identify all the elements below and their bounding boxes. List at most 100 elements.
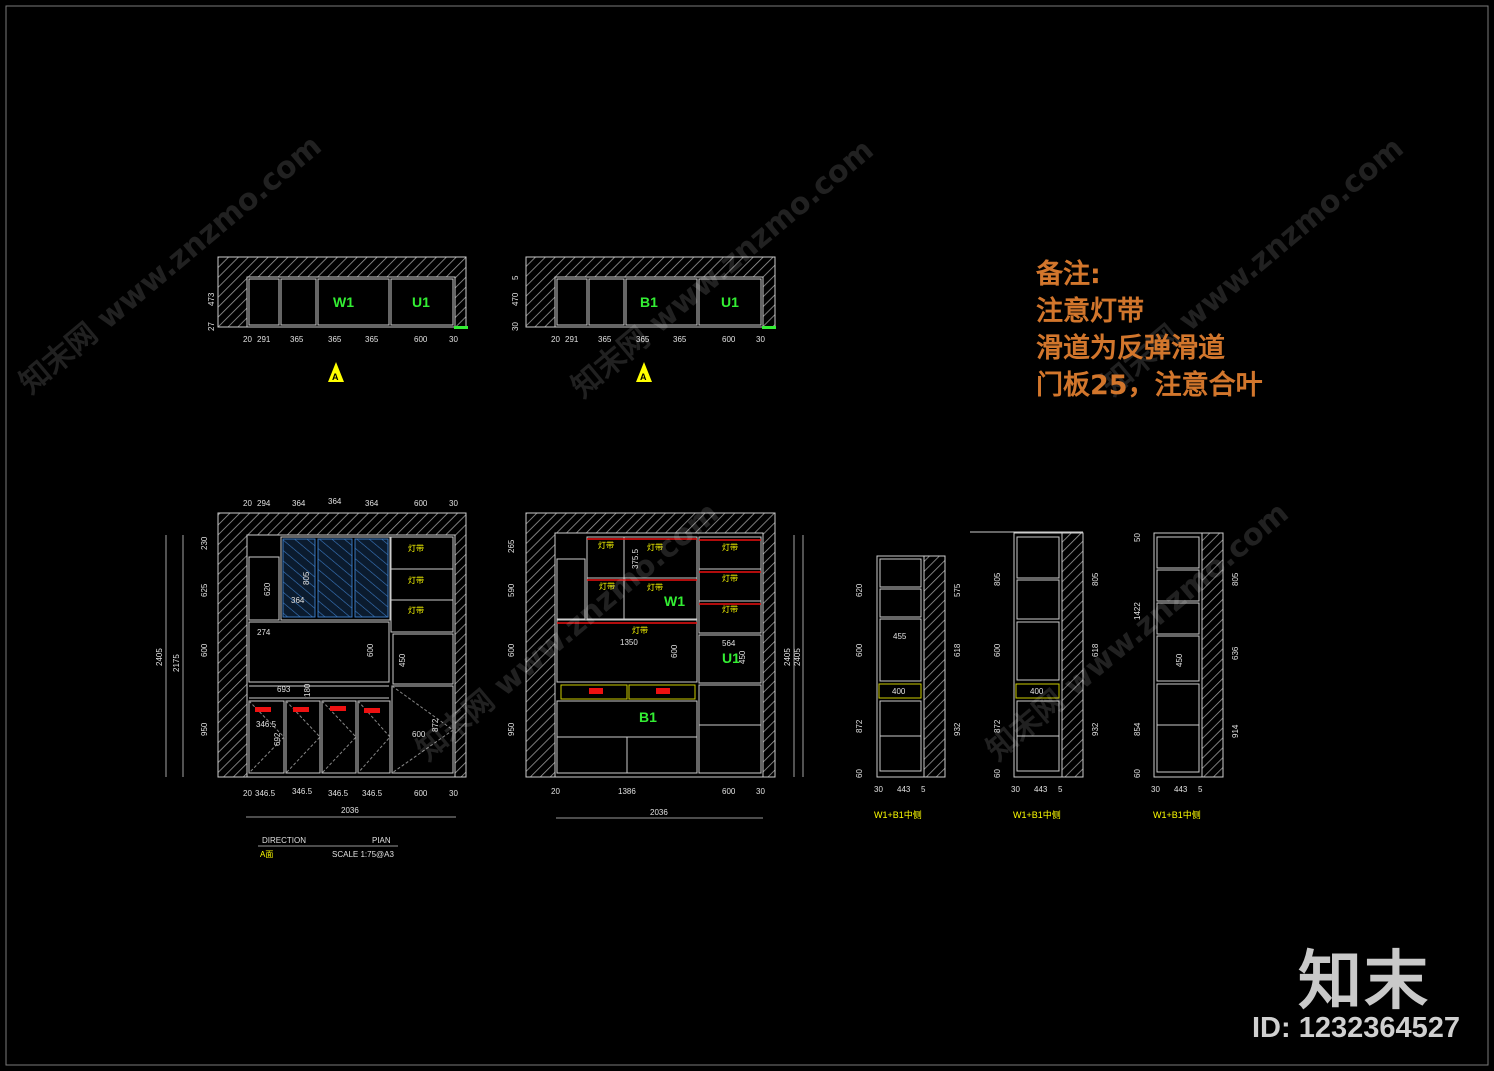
brand-logo: 知末	[1298, 945, 1430, 1019]
scale-label: SCALE 1:75@A3	[332, 850, 394, 859]
side3-dim: 1422	[1133, 602, 1142, 620]
plan1-dim: 30	[449, 335, 458, 344]
plan2-dim: 600	[722, 335, 736, 344]
plan1-label-w1: W1	[333, 294, 354, 310]
elevA-inner-dim: 364	[291, 596, 305, 605]
light-strip-label: 灯带	[632, 625, 648, 635]
side3-dim: 450	[1175, 653, 1184, 667]
face-label: A面	[260, 850, 273, 859]
side3-dim: 443	[1174, 785, 1188, 794]
plan1-dim: 27	[207, 322, 216, 331]
elevB-label-w1: W1	[664, 593, 685, 609]
side2-dim: 872	[993, 719, 1002, 733]
handle-marker	[589, 688, 603, 694]
elevA-top-dim: 364	[328, 497, 342, 506]
plan-view-2: B1 U1 20 291 365 365 365 600 30 30 470 5…	[511, 256, 776, 382]
elevA-inner-dim: 692	[273, 732, 282, 746]
side2-dim: 400	[1030, 687, 1044, 696]
side-view-3: 50 1422 854 60 805 636 914 450 30 443 5 …	[1133, 532, 1240, 820]
plan1-label-u1: U1	[412, 294, 430, 310]
side2-dim: 618	[1091, 643, 1100, 657]
elevA-total-width: 2036	[341, 806, 359, 815]
elevB-bottom-dim: 1386	[618, 787, 636, 796]
side1-dim: 872	[855, 719, 864, 733]
plan2-dim: 470	[511, 292, 520, 306]
elevation-b: W1 U1 B1 灯带 灯带 灯带 灯带 灯带 灯带 灯带 灯带 20 1386…	[507, 512, 804, 819]
side2-dim: 805	[993, 572, 1002, 586]
elevA-bottom-dim: 30	[449, 789, 458, 798]
direction-label: DIRECTION	[262, 836, 306, 845]
side2-dim: 805	[1091, 572, 1100, 586]
elevA-top-dim: 600	[414, 499, 428, 508]
light-strip-label: 灯带	[722, 573, 738, 583]
side2-caption: W1+B1中侧	[1013, 809, 1061, 820]
plan2-dim: 5	[511, 275, 520, 280]
elevB-inner-dim: 600	[670, 644, 679, 658]
notes-line: 注意灯带	[1036, 296, 1144, 327]
side1-dim: 400	[892, 687, 906, 696]
plan1-dim: 291	[257, 335, 271, 344]
side1-dim: 620	[855, 583, 864, 597]
side2-dim: 60	[993, 769, 1002, 778]
elevA-inner-dim: 180	[303, 683, 312, 697]
plan1-dim: 365	[290, 335, 304, 344]
side3-dim: 60	[1133, 769, 1142, 778]
elevB-inner-dim: 564	[722, 639, 736, 648]
side1-dim: 932	[953, 722, 962, 736]
elevA-bottom-dim: 346.5	[292, 787, 313, 796]
side2-dim: 443	[1034, 785, 1048, 794]
side3-dim: 5	[1198, 785, 1203, 794]
side1-dim: 30	[874, 785, 883, 794]
elevA-inner-dim: 620	[263, 582, 272, 596]
plan-view-1: W1 U1 20 291 365 365 365 600 30 27 473 A	[207, 256, 468, 382]
elevB-row-dim: 265	[507, 539, 516, 553]
elevation-a: 灯带 灯带 灯带 20 294 364 364 364 600 30 20 34…	[155, 497, 467, 859]
elevB-bottom-dim: 600	[722, 787, 736, 796]
side1-dim: 5	[921, 785, 926, 794]
plan2-dim: 20	[551, 335, 560, 344]
elevA-top-dim: 30	[449, 499, 458, 508]
plan2-dim: 365	[673, 335, 687, 344]
elevB-right-dim: 2405	[793, 648, 802, 666]
handle-marker	[255, 707, 271, 712]
notes-panel: 备注: 注意灯带 滑道为反弹滑道 门板25，注意合叶	[1036, 256, 1263, 404]
plan2-label-b1: B1	[640, 294, 658, 310]
plan2-dim: 365	[598, 335, 612, 344]
light-strip-label: 灯带	[722, 542, 738, 552]
side2-dim: 600	[993, 643, 1002, 657]
elevA-row-dim: 600	[200, 643, 209, 657]
side-view-2: 805 600 872 60 805 618 932 400 30 443 5 …	[970, 531, 1100, 820]
notes-line: 门板25，注意合叶	[1036, 370, 1263, 401]
elevA-top-dim: 20	[243, 499, 252, 508]
elevB-row-dim: 590	[507, 583, 516, 597]
plan2-label-u1: U1	[721, 294, 739, 310]
elevB-inner-dim: 450	[738, 650, 747, 664]
handle-marker	[293, 707, 309, 712]
side3-dim: 636	[1231, 646, 1240, 660]
elevB-bottom-dim: 30	[756, 787, 765, 796]
elevB-bottom-dim: 20	[551, 787, 560, 796]
elevB-row-dim: 950	[507, 722, 516, 736]
handle-marker	[656, 688, 670, 694]
elevA-top-dim: 294	[257, 499, 271, 508]
elevA-bottom-dim: 600	[414, 789, 428, 798]
side3-dim: 30	[1151, 785, 1160, 794]
elevA-inner-dim: 274	[257, 628, 271, 637]
plan2-dim: 30	[756, 335, 765, 344]
elevB-label-b1: B1	[639, 709, 657, 725]
side1-caption: W1+B1中侧	[874, 809, 922, 820]
elevA-bottom-dim: 346.5	[255, 789, 276, 798]
pian-label: PIAN	[372, 836, 391, 845]
elevA-top-dim: 364	[292, 499, 306, 508]
plan2-dim: 365	[636, 335, 650, 344]
light-strip-label: 灯带	[408, 605, 424, 615]
side3-caption: W1+B1中侧	[1153, 809, 1201, 820]
sheet-border	[5, 5, 1489, 1066]
side3-dim: 50	[1133, 533, 1142, 542]
glass-door	[354, 538, 389, 618]
elevA-bottom-dim: 20	[243, 789, 252, 798]
light-strip-label: 灯带	[599, 581, 615, 591]
side-view-1: 620 600 872 60 575 618 932 455 400 30 44…	[855, 555, 962, 820]
elevA-row-dim: 625	[200, 583, 209, 597]
